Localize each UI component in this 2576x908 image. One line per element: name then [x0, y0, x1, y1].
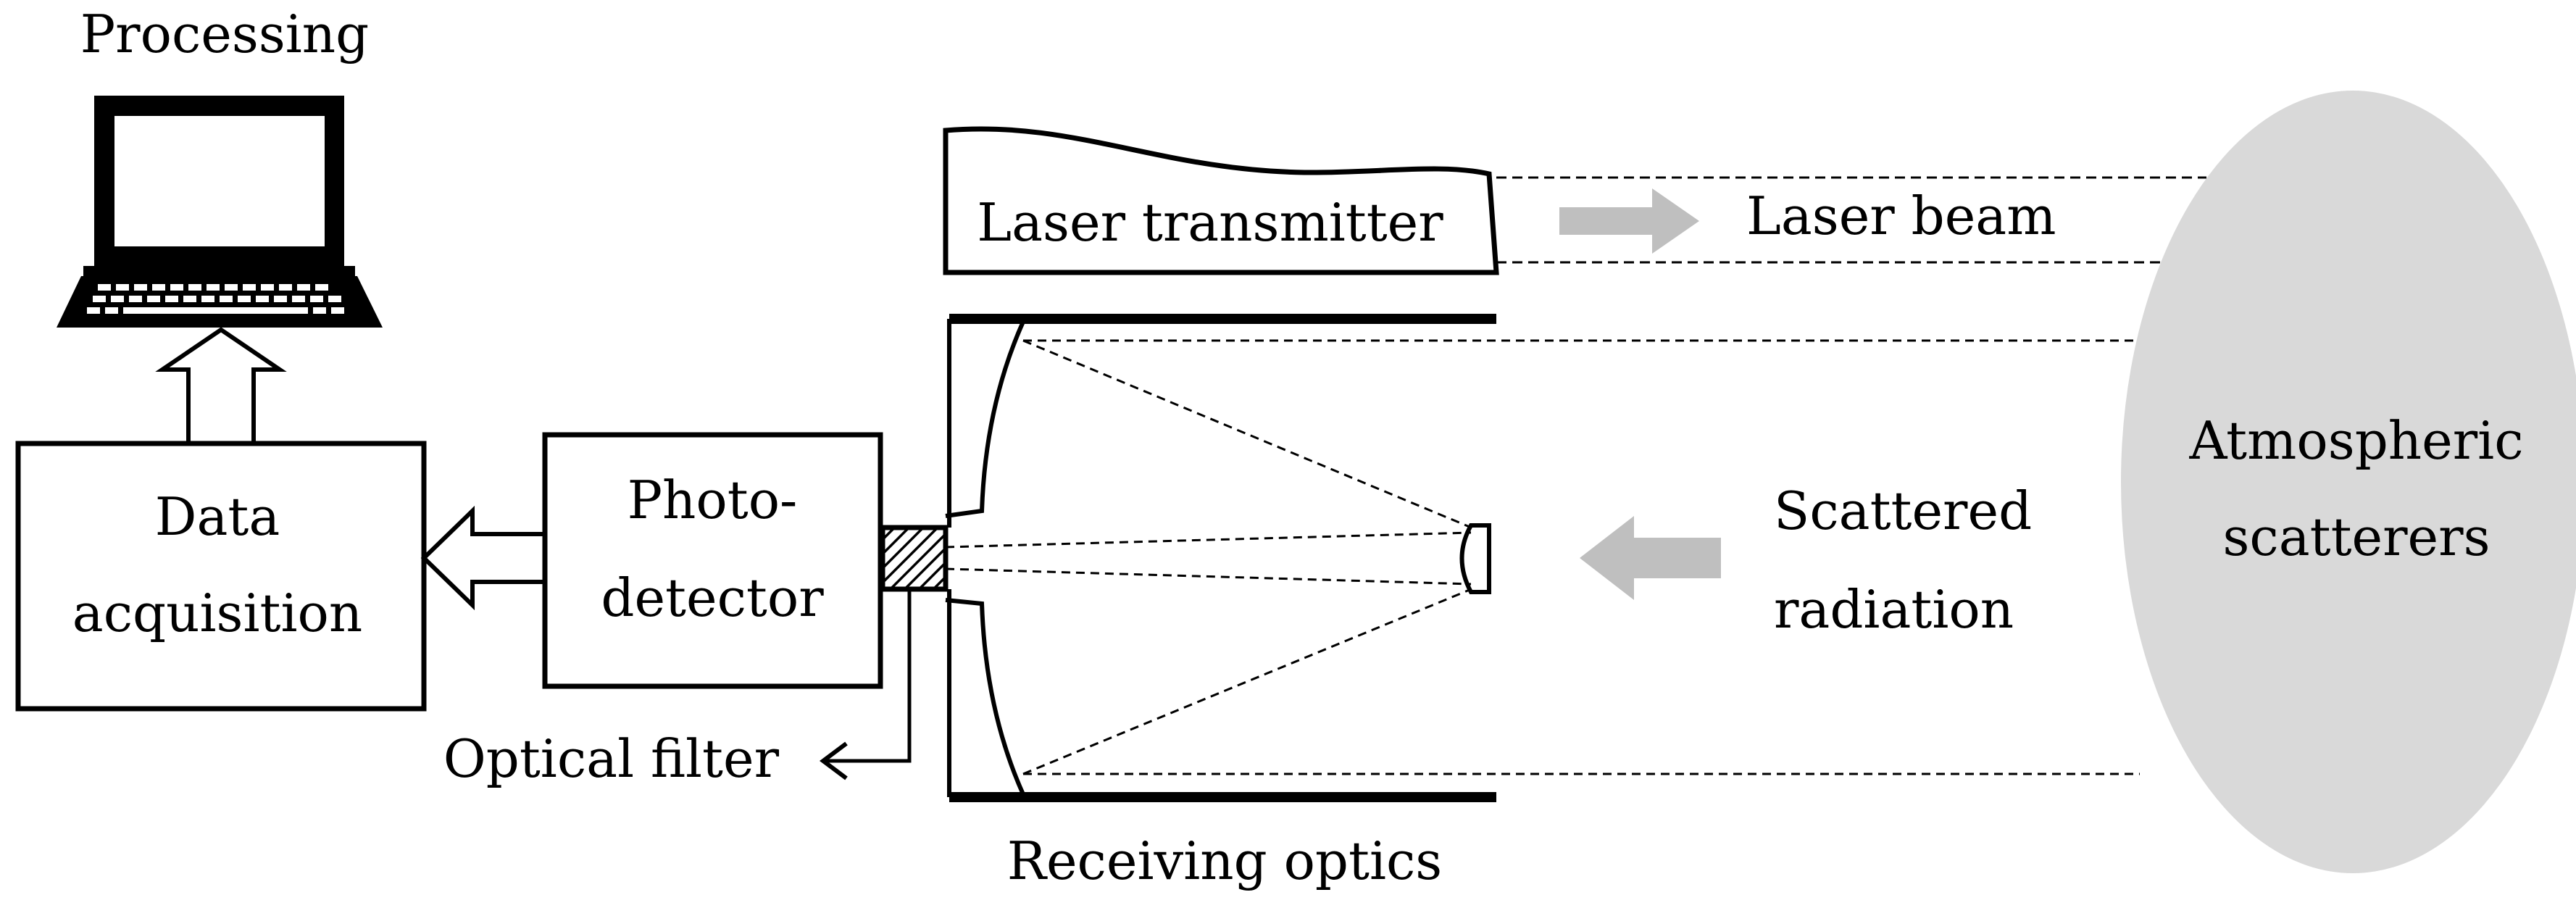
optical-filter-pointer [826, 589, 912, 763]
arrow-photodetector-to-acquisition [420, 505, 545, 611]
laptop-hinge [83, 266, 355, 276]
data-acquisition-label-line1: Data [155, 486, 280, 547]
optical-filter-arrowhead [820, 741, 848, 780]
optical-filter-label: Optical filter [443, 728, 780, 789]
atmospheric-scatterers-label-line2: scatterers [2222, 507, 2490, 567]
scattered-radiation-arrow [1580, 516, 1721, 600]
laptop-keyboard [87, 284, 344, 314]
laptop-icon [57, 96, 383, 328]
scattered-radiation-label-line1: Scattered [1774, 480, 2032, 541]
optical-filter [880, 525, 949, 592]
receiving-optics-label: Receiving optics [1007, 830, 1443, 891]
processing-label: Processing [80, 4, 370, 64]
secondary-mirror [1459, 523, 1491, 594]
arrow-acquisition-to-processing [155, 327, 287, 443]
optical-rays [945, 339, 2140, 775]
photodetector-label-line2: detector [601, 567, 824, 628]
scattered-radiation-label-line2: radiation [1774, 579, 2014, 640]
laser-beam-arrow [1559, 188, 1699, 254]
data-acquisition-label-line2: acquisition [72, 583, 362, 643]
data-acquisition-box [15, 441, 427, 712]
primary-mirror [945, 320, 1025, 796]
atmospheric-scatterers-label-line1: Atmospheric [2188, 410, 2523, 471]
laser-beam-label: Laser beam [1746, 186, 2056, 246]
laser-transmitter-box [943, 126, 1499, 275]
photodetector-box [542, 432, 883, 689]
photodetector-label-line1: Photo- [628, 470, 798, 530]
laptop-screen [114, 116, 325, 246]
laser-transmitter-label: Laser transmitter [977, 192, 1443, 253]
atmospheric-scatterers [2121, 91, 2576, 873]
